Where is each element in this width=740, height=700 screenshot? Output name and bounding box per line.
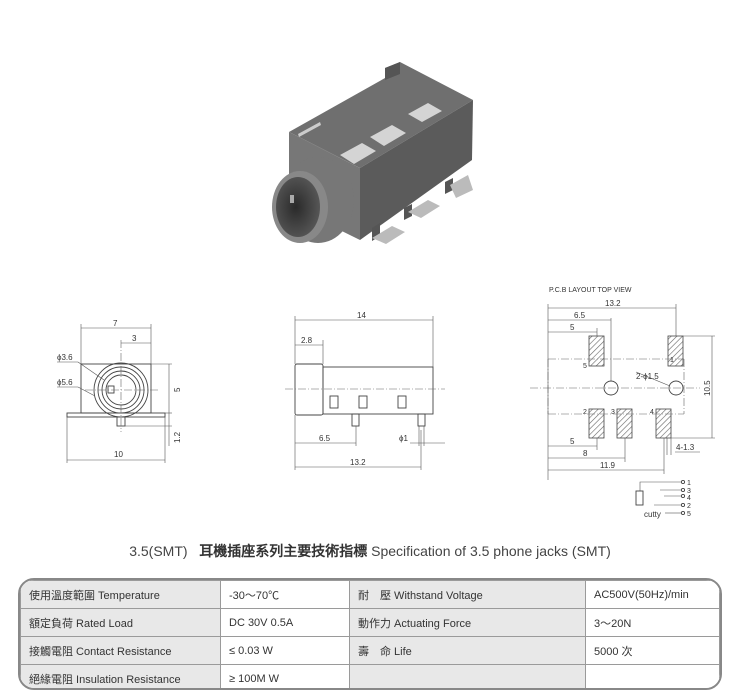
sch-pin-2: 2: [687, 503, 691, 510]
dim-10: 10: [114, 450, 123, 459]
dim-6-5: 6.5: [319, 434, 331, 443]
spec-value: [585, 664, 720, 688]
spec-title: 3.5(SMT) 耳機插座系列主要技術指標 Specification of 3…: [0, 541, 740, 561]
spec-label: 額定負荷 Rated Load: [20, 608, 221, 637]
spec-value: DC 30V 0.5A: [220, 608, 350, 637]
dim-7: 7: [113, 319, 118, 328]
dim-3: 3: [132, 334, 137, 343]
title-prefix: 3.5(SMT): [129, 543, 188, 559]
dim-phi1: ϕ1: [399, 434, 408, 443]
pcb-dim-11-9: 11.9: [600, 461, 616, 470]
spec-value: ≤ 0.03 W: [220, 636, 350, 665]
pcb-dim-10-5: 10.5: [703, 380, 712, 396]
sch-pin-5: 5: [687, 511, 691, 518]
title-english: Specification of 3.5 phone jacks (SMT): [371, 543, 611, 559]
spec-value: 5000 次: [585, 636, 720, 665]
spec-label: 絕緣電阻 Insulation Resistance: [20, 664, 221, 688]
front-view-drawing: 7 3 ϕ3.6 ϕ5.6 10 5 1.2: [57, 319, 182, 463]
pad-label-5: 5: [583, 363, 587, 370]
title-chinese: 耳機插座系列主要技術指標: [199, 543, 368, 559]
cutty-label: cutty: [644, 510, 661, 519]
product-photo: [272, 62, 473, 244]
dim-2-8: 2.8: [301, 336, 313, 345]
pad-label-3: 3: [611, 409, 615, 416]
spec-label: [349, 664, 586, 688]
dim-13-2: 13.2: [350, 458, 366, 467]
spec-value: ≥ 100M W: [220, 664, 350, 688]
pcb-heading: P.C.B LAYOUT TOP VIEW: [549, 287, 632, 294]
pcb-dim-8: 8: [583, 449, 588, 458]
pcb-dim-13-2: 13.2: [605, 299, 621, 308]
spec-value: 3～20N: [585, 608, 720, 637]
pcb-dim-5-bottom: 5: [570, 437, 575, 446]
pcb-dim-6-5: 6.5: [574, 311, 586, 320]
dim-d56: ϕ5.6: [57, 378, 73, 387]
drawings: 7 3 ϕ3.6 ϕ5.6 10 5 1.2 14 2.8 6.5 ϕ1 13.…: [57, 62, 715, 519]
spec-label: 耐 壓 Withstand Voltage: [349, 580, 586, 609]
spec-value: -30～70℃: [220, 580, 350, 609]
spec-value: AC500V(50Hz)/min: [585, 580, 720, 609]
dim-5: 5: [173, 387, 182, 392]
pcb-dim-5-top: 5: [570, 323, 575, 332]
dim-14: 14: [357, 311, 366, 320]
dim-d36: ϕ3.6: [57, 353, 73, 362]
sch-pin-1: 1: [687, 480, 691, 487]
spec-label: 壽 命 Life: [349, 636, 586, 665]
pad-label-4: 4: [650, 409, 654, 416]
pcb-dim-4-1-3: 4-1.3: [676, 443, 695, 452]
pcb-layout-drawing: P.C.B LAYOUT TOP VIEW 13.2 6.5 5 2-ϕ1.5 …: [530, 287, 715, 519]
side-view-drawing: 14 2.8 6.5 ϕ1 13.2: [285, 311, 445, 470]
sch-pin-4: 4: [687, 495, 691, 502]
spec-label: 動作力 Actuating Force: [349, 608, 586, 637]
table-row: 絕緣電阻 Insulation Resistance≥ 100M W: [20, 664, 720, 688]
spec-label: 接觸電阻 Contact Resistance: [20, 636, 221, 665]
sch-pin-3: 3: [687, 488, 691, 495]
pad-label-1: 1: [670, 357, 674, 364]
pad-label-2: 2: [583, 409, 587, 416]
dim-1-2: 1.2: [173, 431, 182, 443]
pcb-hole-label: 2-ϕ1.5: [636, 372, 659, 381]
spec-label: 使用溫度範圍 Temperature: [20, 580, 221, 609]
switch-schematic: 1 3 4 2 5 cutty: [635, 479, 691, 519]
